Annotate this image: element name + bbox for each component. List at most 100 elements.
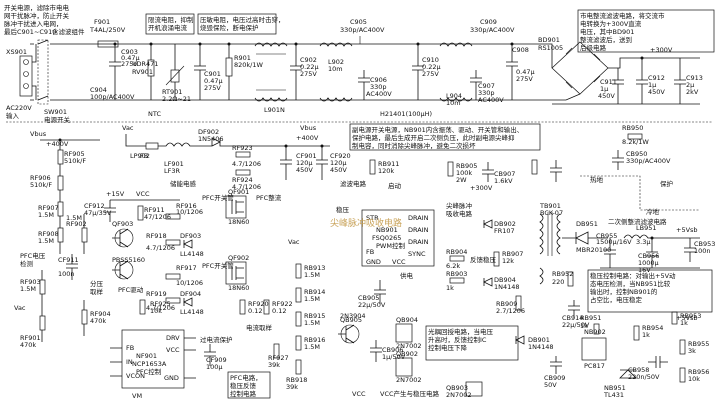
resistor-rb909: RB909 2.7/1206: [496, 295, 525, 315]
svg-text:RB956: RB956: [688, 368, 709, 376]
svg-text:电转换为+300V直流: 电转换为+300V直流: [580, 19, 642, 28]
svg-text:47μ/35V: 47μ/35V: [84, 209, 112, 217]
ac-input-label-1: AC220V: [6, 104, 32, 112]
resistor-rf905: RF905 510k/F: [57, 140, 86, 176]
svg-text:22μ/50V: 22μ/50V: [562, 321, 590, 329]
svg-text:0.47μ: 0.47μ: [121, 54, 140, 62]
svg-text:DB951: DB951: [576, 220, 598, 228]
diode-df902: DF902 1N5406: [198, 128, 260, 147]
regulator-nb951: NB951 TL431: [603, 369, 637, 399]
svg-text:4.7/1206: 4.7/1206: [232, 160, 261, 168]
svg-text:RF902: RF902: [66, 220, 87, 228]
v5sb-right-label: +5Vsb: [676, 226, 698, 234]
svg-text:PWM控制: PWM控制: [376, 241, 405, 250]
capacitor-cf909: CF909 100μ: [204, 344, 227, 371]
svg-text:SYNC: SYNC: [408, 250, 426, 258]
capacitor-c907: C907 330p AC400V: [470, 70, 504, 104]
svg-text:1.5M: 1.5M: [304, 295, 320, 303]
svg-text:稳压反馈: 稳压反馈: [230, 381, 257, 390]
svg-text:C911: C911: [600, 78, 617, 86]
svg-text:RF905: RF905: [64, 150, 85, 158]
svg-text:脉冲干扰进入电网，: 脉冲干扰进入电网，: [4, 19, 63, 28]
bridge-note: 市电整流滤波电路，将交流市 电转换为+300V直流 电压，其中BD901 整流滤…: [577, 9, 715, 53]
svg-text:1k: 1k: [680, 319, 688, 327]
svg-text:450V: 450V: [598, 92, 615, 100]
c909-label: C909: [480, 18, 497, 26]
svg-text:态电压检测，当NB951比较: 态电压检测，当NB951比较: [590, 279, 671, 288]
svg-text:RF919: RF919: [146, 290, 167, 298]
resistor-rf923: RF923 4.7/1206: [232, 144, 261, 168]
capacitor-cb953: CB953 100n: [684, 238, 715, 262]
svg-text:PC817: PC817: [584, 362, 605, 370]
svg-text:RF918: RF918: [146, 232, 167, 240]
capacitor-cb907: CB907 1.6kV: [482, 162, 515, 185]
svg-text:RB955: RB955: [688, 340, 709, 348]
ntc-label: NTC: [148, 110, 161, 118]
svg-text:STR: STR: [366, 214, 379, 222]
choke-l902: L902 10m: [319, 42, 353, 102]
vbus-left-label: Vbus: [30, 130, 47, 138]
svg-text:CB914: CB914: [562, 314, 583, 322]
sense-label: 稳压: [336, 205, 350, 214]
svg-text:100n: 100n: [58, 270, 75, 278]
svg-text:10m: 10m: [446, 99, 461, 107]
svg-text:RF924: RF924: [232, 176, 253, 184]
svg-text:C904: C904: [90, 86, 107, 94]
resistor-rb954: RB954 1k: [633, 324, 663, 341]
capacitor-c901: C901 0.47μ 275V: [194, 44, 223, 100]
vac-top-label: Vac: [122, 124, 134, 132]
svg-text:12k: 12k: [502, 257, 514, 265]
pfc-drive-label: PFC驱动: [118, 286, 144, 294]
svg-text:分压: 分压: [90, 279, 104, 288]
svg-text:RF917: RF917: [176, 264, 197, 272]
svg-text:F901: F901: [94, 18, 110, 26]
capacitor-c911: C911 1μ 450V: [598, 68, 624, 104]
svg-text:LP902: LP902: [130, 152, 150, 160]
resistor-rb953: RB953 1k: [671, 311, 701, 327]
svg-text:1μ: 1μ: [600, 85, 608, 93]
svg-text:QB904: QB904: [396, 316, 418, 324]
resistor-rb918: RB918 39k: [286, 359, 307, 391]
transistor-qb905: QB905 2N3904: [338, 312, 366, 344]
svg-text:CB955: CB955: [596, 232, 617, 240]
resistor-rb905: RB905 100k 2W: [447, 161, 477, 184]
ic-nf901: FB IN VCON DRV VCC GND VM NF901 NCP1653A…: [110, 329, 196, 400]
svg-text:1N4148: 1N4148: [494, 283, 520, 291]
svg-text:L902: L902: [328, 58, 344, 66]
svg-text:1N4148: 1N4148: [528, 343, 554, 351]
svg-text:RB916: RB916: [304, 336, 325, 344]
pfc-control-note: PFC电路， 稳压反馈 控制电路: [227, 371, 271, 399]
svg-text:CF920: CF920: [330, 152, 351, 160]
svg-text:1μ/50V: 1μ/50V: [382, 353, 406, 361]
svg-text:1.5M: 1.5M: [38, 237, 54, 245]
svg-text:BD901: BD901: [538, 36, 560, 44]
svg-text:AC400V: AC400V: [478, 96, 504, 104]
capacitor-cb910: [550, 160, 562, 182]
svg-text:FSQ0265: FSQ0265: [372, 234, 401, 242]
svg-text:100μ: 100μ: [206, 363, 223, 371]
svg-text:2N7002: 2N7002: [396, 342, 422, 350]
svg-text:330p: 330p: [370, 83, 387, 91]
svg-text:1000μ: 1000μ: [638, 259, 659, 267]
svg-text:QF901: QF901: [228, 188, 249, 196]
resistor-rb916: RB916 1.5M: [295, 335, 325, 351]
svg-text:RF927: RF927: [268, 354, 289, 362]
svg-text:0.12: 0.12: [248, 307, 262, 315]
svg-text:FB: FB: [366, 248, 374, 256]
svg-text:100p/AC400V: 100p/AC400V: [90, 93, 135, 101]
svg-text:LF901: LF901: [164, 160, 184, 168]
transformer-tb901: TB901 BCK-07: [539, 202, 563, 285]
svg-text:47/1206: 47/1206: [144, 213, 171, 221]
resistor-rb956: RB956 10k: [679, 367, 709, 383]
svg-text:GND: GND: [366, 258, 381, 266]
svg-text:FB: FB: [140, 152, 148, 160]
capacitor-cf901: CF901 120μ 450V: [280, 146, 317, 180]
svg-text:2W: 2W: [456, 176, 467, 184]
isolation-barrier: [580, 175, 700, 211]
ntc-rt901: NTC RT901 2.2Ω~21: [148, 65, 191, 118]
vbus-top-label: Vbus: [300, 124, 317, 132]
svg-text:RB904: RB904: [446, 248, 467, 256]
vcc-left-label: VCC: [136, 190, 150, 198]
svg-text:RB914: RB914: [304, 288, 325, 296]
